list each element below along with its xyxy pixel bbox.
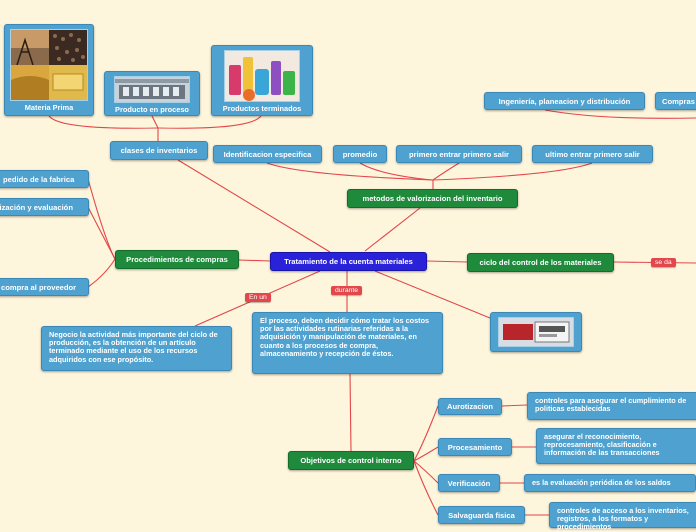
objetivo-autorizacion-node[interactable]: Aurotizacion xyxy=(438,398,502,415)
procedimientos-compras-node[interactable]: Procedimientos de compras xyxy=(115,250,239,269)
ciclo-control-node[interactable]: ciclo del control de los materiales xyxy=(467,253,614,272)
procedimiento-pedido-node[interactable]: pedido de la fabrica xyxy=(0,170,89,188)
objetivo-autorizacion-desc[interactable]: controles para asegurar el cumplimiento … xyxy=(527,392,696,420)
productos-terminados-node[interactable]: Productos terminados xyxy=(211,45,313,116)
objetivo-salvaguarda-node[interactable]: Salvaguarda fisica xyxy=(438,506,525,524)
producto-proceso-image xyxy=(114,76,190,103)
metodos-valorizacion-node[interactable]: metodos de valorizacion del inventario xyxy=(347,189,518,208)
procedimiento-compra-label: compra al proveedor xyxy=(1,282,77,292)
materiales-image-node[interactable] xyxy=(490,312,582,352)
productos-terminados-label: Productos terminados xyxy=(222,104,302,113)
proceso-node[interactable]: El proceso, deben decidir cómo tratar lo… xyxy=(252,312,443,374)
central-topic-node[interactable]: Tratamiento de la cuenta materiales xyxy=(270,252,427,271)
materiales-image xyxy=(498,317,574,347)
objetivo-verificacion-node[interactable]: Verificación xyxy=(438,474,500,492)
connector-lines xyxy=(48,109,696,516)
materia-prima-node[interactable]: Materia Prima xyxy=(4,24,94,116)
producto-proceso-label: Producto en proceso xyxy=(115,105,189,114)
objetivo-verificacion-desc[interactable]: es la evaluación periódica de los saldos xyxy=(524,474,696,492)
metodo-ueps-node[interactable]: ultimo entrar primero salir xyxy=(532,145,653,163)
objetivos-control-node[interactable]: Objetivos de control interno xyxy=(288,451,414,470)
producto-proceso-node[interactable]: Producto en proceso xyxy=(104,71,200,116)
en-un-tag: En un xyxy=(245,293,271,302)
objetivo-procesamiento-node[interactable]: Procesamiento xyxy=(438,438,512,456)
compras-label: Compras xyxy=(662,96,695,106)
procedimiento-compra-node[interactable]: compra al proveedor xyxy=(0,278,89,296)
procedimiento-cotizacion-node[interactable]: tización y evaluación xyxy=(0,198,89,216)
metodo-identificacion-node[interactable]: Identificacion especifica xyxy=(213,145,322,163)
ingenieria-node[interactable]: Ingeniería, planeacion y distribución xyxy=(484,92,645,110)
metodo-peps-node[interactable]: primero entrar primero salir xyxy=(396,145,522,163)
se-da-tag: se da xyxy=(651,258,676,267)
compras-node[interactable]: Compras xyxy=(655,92,696,110)
materia-prima-label: Materia Prima xyxy=(24,103,74,112)
procedimiento-cotizacion-label: tización y evaluación xyxy=(0,202,73,212)
productos-terminados-image xyxy=(224,50,300,102)
durante-tag: durante xyxy=(331,286,363,295)
materia-prima-image xyxy=(10,29,88,101)
negocio-node[interactable]: Negocio la actividad más importante del … xyxy=(41,326,232,371)
objetivo-salvaguarda-desc[interactable]: controles de acceso a los inventarios, r… xyxy=(549,502,696,531)
metodo-promedio-node[interactable]: promedio xyxy=(333,145,387,163)
clases-inventarios-node[interactable]: clases de inventarios xyxy=(110,141,208,160)
procedimiento-pedido-label: pedido de la fabrica xyxy=(3,174,75,184)
objetivo-procesamiento-desc[interactable]: asegurar el reconocimiento, reprocesamie… xyxy=(536,428,696,464)
